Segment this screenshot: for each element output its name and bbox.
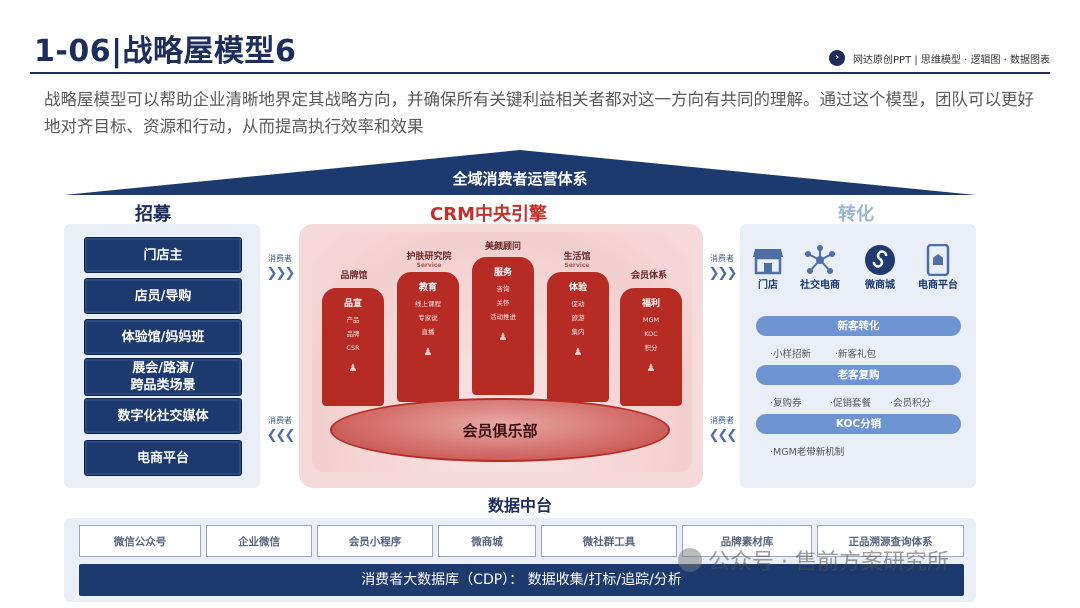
people-icon: ♟	[348, 363, 358, 374]
title-separator: |	[111, 34, 123, 69]
crm-pillar: 服务 咨询 关怀 活动推进 ♟	[472, 257, 534, 395]
arrow-label: 消费者	[710, 254, 734, 263]
member-club-label: 会员俱乐部	[462, 422, 538, 440]
arrow-in-top-right: 消费者 ❯❯❯	[702, 253, 742, 281]
cdp-bar: 消费者大数据库（CDP）： 数据收集/打标/追踪/分析	[79, 564, 964, 596]
triple-chevron-right-icon: ❯❯❯	[708, 266, 738, 281]
convert-item: ·新客礼包	[835, 349, 877, 360]
triple-chevron-left-icon: ❮❮❮	[266, 428, 296, 443]
data-source: 品牌素材库	[682, 525, 812, 557]
data-source: 企业微信	[206, 525, 312, 557]
people-icon: ♟	[646, 363, 656, 374]
channel-social: 社交电商	[798, 244, 842, 291]
pillar-label: 会员体系	[630, 271, 667, 281]
header-divider	[30, 72, 1050, 74]
recruit-item: 展会/路演/ 跨品类场景	[84, 358, 242, 396]
intro-paragraph: 战略屋模型可以帮助企业清晰地界定其战略方向，并确保所有关键利益相关者都对这一方向…	[44, 90, 1034, 136]
title-number: 1-06	[34, 34, 112, 69]
new-customer-bar: 新客转化	[756, 316, 961, 336]
page-title: 1-06|战略屋模型6	[34, 26, 296, 70]
data-source: 微信公众号	[79, 525, 201, 557]
brand-tag: › 网达原创PPT | 思维模型 · 逻辑图 · 数据图表	[829, 50, 1050, 66]
arrow-label: 消费者	[268, 254, 292, 263]
network-icon	[804, 244, 836, 276]
channel-ecommerce: 电商平台	[916, 244, 960, 291]
roof-title: 全域消费者运营体系	[452, 170, 588, 188]
people-icon: ♟	[423, 347, 433, 358]
convert-heading: 转化	[838, 204, 874, 225]
wechat-icon	[678, 548, 702, 572]
convert-item: ·复购券	[770, 398, 802, 409]
channel-store: 门店	[746, 244, 790, 291]
crm-pillar: 教育 线上课程 专家说 直播 ♟	[397, 272, 459, 402]
data-platform-title: 数据中台	[487, 496, 552, 515]
triple-chevron-left-icon: ❮❮❮	[708, 428, 738, 443]
arrow-in-top-left: 消费者 ❯❯❯	[260, 253, 300, 281]
arrow-out-bottom-right: 消费者 ❮❮❮	[702, 415, 742, 443]
recruit-item: 体验馆/妈妈班	[84, 319, 242, 355]
data-source: 正品溯源查询体系	[817, 525, 964, 557]
recruit-item: 数字化社交媒体	[84, 398, 242, 434]
watermark: 公众号 · 售前方案研究所	[678, 544, 949, 576]
watermark-text: 公众号 · 售前方案研究所	[708, 550, 949, 575]
arrow-out-bottom-left: 消费者 ❮❮❮	[260, 415, 300, 443]
roof-triangle	[64, 150, 976, 195]
convert-item: ·小样招新	[770, 349, 812, 360]
mini-program-icon	[864, 244, 896, 276]
people-icon: ♟	[573, 347, 583, 358]
recruit-heading: 招募	[135, 204, 171, 225]
data-source: 微商城	[438, 525, 536, 557]
triple-chevron-right-icon: ❯❯❯	[266, 266, 296, 281]
people-icon: ♟	[498, 332, 508, 343]
data-source: 微社群工具	[541, 525, 677, 557]
recruit-item: 店员/导购	[84, 278, 242, 314]
crm-pillar: 福利 MGM KOC 积分 ♟	[620, 288, 682, 406]
pillar-label: 美颜顾问	[484, 242, 521, 252]
crm-pillar: 品宣 产品 品牌 CSR ♟	[322, 288, 384, 406]
koc-bar: KOC分销	[756, 414, 961, 434]
title-text: 战略屋模型6	[122, 34, 297, 69]
convert-item: ·促销套餐	[830, 398, 872, 409]
data-source: 会员小程序	[317, 525, 433, 557]
arrow-label: 消费者	[268, 416, 292, 425]
crm-pillar: 体验 促动 旅游 集内 ♟	[547, 272, 609, 402]
store-icon	[752, 244, 784, 276]
repurchase-bar: 老客复购	[756, 365, 961, 385]
arrow-label: 消费者	[710, 416, 734, 425]
chevron-right-icon: ›	[829, 50, 846, 66]
member-club-platform	[330, 398, 670, 462]
mobile-shop-icon	[922, 244, 954, 276]
brand-text: 网达原创PPT | 思维模型 · 逻辑图 · 数据图表	[853, 54, 1050, 66]
channel-mini-mall: 微商城	[858, 244, 902, 291]
crm-heading: CRM中央引擎	[430, 204, 547, 225]
recruit-item: 门店主	[84, 237, 242, 273]
recruit-item: 电商平台	[84, 440, 242, 476]
convert-item: ·会员积分	[890, 398, 932, 409]
convert-item: ·MGM老带新机制	[770, 447, 845, 458]
pillar-label: 品牌馆	[340, 271, 368, 281]
